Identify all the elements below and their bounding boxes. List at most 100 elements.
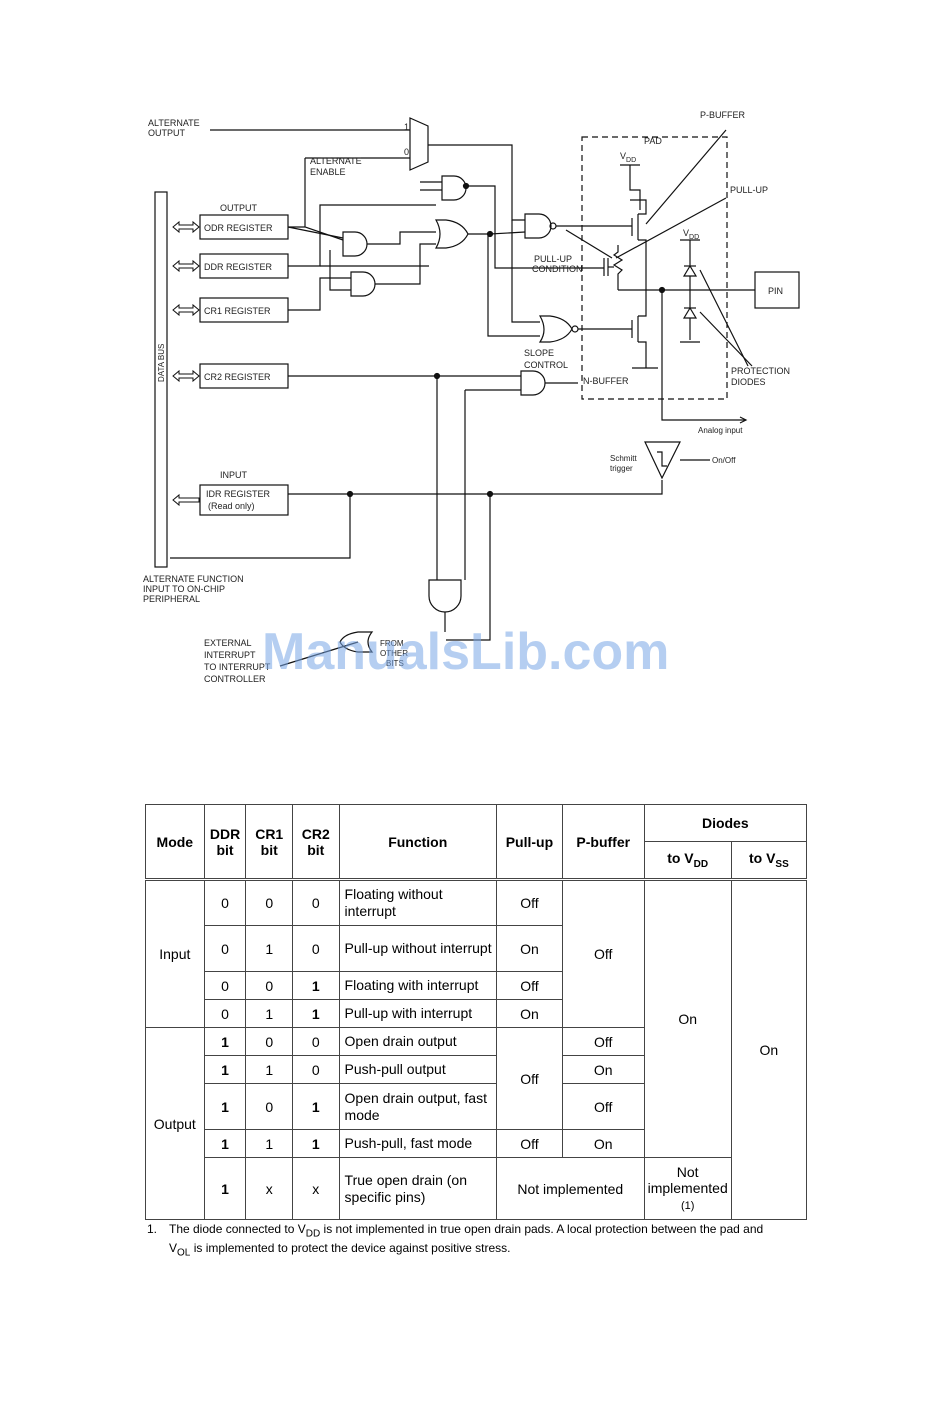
pbuffer-cell: Off (561, 1027, 645, 1056)
pad-label: PAD (644, 136, 662, 146)
vdd-label-2: VDD (683, 228, 699, 241)
idr-register-label: IDR REGISTER (206, 489, 271, 499)
input-label: INPUT (220, 470, 248, 480)
mode-output: Output (145, 1027, 205, 1220)
cr2-cell: 0 (291, 879, 340, 926)
cr1-cell: x (245, 1157, 293, 1220)
pad-boundary (581, 136, 728, 400)
pullup-output-cell: Off (495, 1027, 563, 1130)
header-to-vdd: to VDD (643, 841, 732, 881)
cr1-cell: 0 (245, 1027, 293, 1056)
table-row: 0 1 0 Pull-up without interrupt On (146, 925, 807, 972)
cr1-cell: 0 (245, 1083, 293, 1130)
cr1-cell: 0 (245, 879, 293, 926)
data-bus-label: DATA BUS (157, 344, 166, 382)
header-pullup: Pull-up (495, 804, 563, 881)
and-gate-2 (342, 231, 368, 257)
diode-vss-cell: On (730, 879, 808, 1220)
cr1-cell: 0 (245, 971, 293, 1000)
nor-gate-n (538, 315, 573, 343)
mode-input: Input (145, 879, 205, 1028)
table-row: 1 x x True open drain (on specific pins)… (146, 1157, 807, 1220)
cr2-cell: 0 (291, 925, 340, 972)
ddr-cell: 0 (203, 925, 247, 972)
function-cell: Open drain output (338, 1027, 497, 1056)
ddr-cell: 0 (203, 971, 247, 1000)
cr2-cell: 0 (291, 1055, 340, 1084)
ddr-cell: 1 (203, 1027, 247, 1056)
function-cell: Pull-up with interrupt (338, 999, 497, 1028)
header-diodes: Diodes (643, 804, 808, 842)
table-row: 1 1 1 Push-pull, fast mode Off On (146, 1129, 807, 1158)
output-mux (409, 117, 429, 171)
table-row: 1 1 0 Push-pull output On (146, 1055, 807, 1084)
pullup-cell: Off (495, 971, 563, 1000)
output-label: OUTPUT (220, 203, 258, 213)
cr1-register-label: CR1 REGISTER (204, 306, 271, 316)
cr2-cell: 0 (291, 1027, 340, 1056)
on-off-label: On/Off (712, 456, 736, 465)
footnote-text: The diode connected to VDD is not implem… (169, 1222, 764, 1259)
cr1-cell: 1 (245, 1055, 293, 1084)
function-cell: Floating without interrupt (338, 879, 497, 926)
pbuffer-cell: On (561, 1055, 645, 1084)
ddr-cell: 1 (203, 1083, 247, 1130)
pullup-cell: Off (495, 879, 563, 926)
idr-register-box (199, 484, 289, 516)
nand-gate-p (524, 213, 552, 239)
table-row: 1 0 1 Open drain output, fast mode Off (146, 1083, 807, 1130)
ddr-cell: 0 (203, 999, 247, 1028)
mux-input-1: 1 (404, 122, 409, 132)
pull-up-label: PULL-UP (730, 185, 768, 195)
odr-register-label: ODR REGISTER (204, 223, 273, 233)
mux-input-0: 0 (404, 147, 409, 157)
ddr-register-label: DDR REGISTER (204, 262, 273, 272)
pbuffer-cell: Off (561, 1083, 645, 1130)
pbuffer-cell: On (561, 1129, 645, 1158)
table-row: 0 1 1 Pull-up with interrupt On (146, 999, 807, 1028)
cr2-cell: x (291, 1157, 340, 1220)
watermark: ManualsLib.com (262, 623, 670, 681)
footnote-number: 1. (147, 1222, 158, 1236)
pbuffer-input-cell: Off (561, 879, 645, 1028)
function-cell: True open drain (on specific pins) (338, 1157, 497, 1220)
bus-arrows (172, 220, 200, 507)
header-to-vss: to VSS (730, 841, 808, 881)
pullup-cell: On (495, 999, 563, 1028)
not-implemented-cell: Not implemented (495, 1157, 645, 1220)
ddr-cell: 1 (203, 1129, 247, 1158)
diode-vdd-cell: On (643, 879, 732, 1158)
idr-readonly-label: (Read only) (208, 501, 255, 511)
cr2-register-label: CR2 REGISTER (204, 372, 271, 382)
pullup-cell: Off (495, 1129, 563, 1158)
table-row: Input 0 0 0 Floating without interrupt O… (145, 879, 808, 1220)
and-gate-3 (350, 271, 376, 297)
pin-box (754, 271, 800, 309)
header-mode: Mode (145, 804, 205, 881)
header-pbuffer: P-buffer (561, 804, 645, 881)
cr2-cell: 1 (291, 971, 340, 1000)
p-buffer-label: P-BUFFER (700, 110, 746, 120)
cr2-cell: 1 (291, 1083, 340, 1130)
or-gate-1 (434, 219, 469, 249)
function-cell: Push-pull output (338, 1055, 497, 1084)
pullup-cell: On (495, 925, 563, 972)
and-gate-slope (520, 370, 546, 396)
cr2-cell: 1 (291, 1129, 340, 1158)
analog-input-label: Analog input (698, 426, 743, 435)
footnote: 1. The diode connected to VDD is not imp… (147, 1222, 787, 1261)
and-gate-interrupt (428, 579, 462, 613)
function-cell: Floating with interrupt (338, 971, 497, 1000)
pin-label: PIN (768, 286, 783, 296)
